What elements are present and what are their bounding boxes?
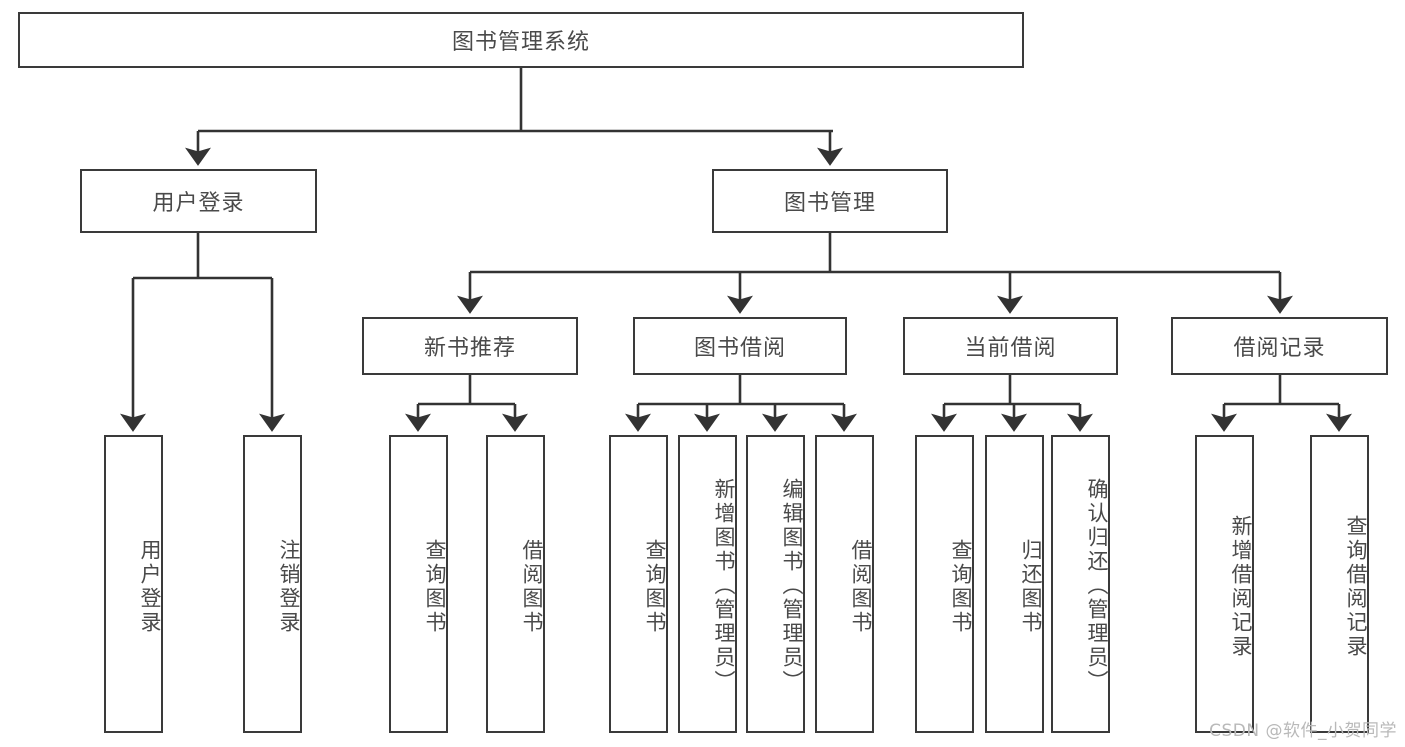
node-borrow-record[interactable]: 借阅记录 (1171, 317, 1388, 375)
node-leaf-borrow-book-1[interactable]: 借阅图书 (486, 435, 545, 733)
node-user-login[interactable]: 用户登录 (80, 169, 317, 233)
node-book-manage[interactable]: 图书管理 (712, 169, 948, 233)
node-book-borrow-label: 图书借阅 (693, 336, 786, 361)
node-leaf-logout-label: 注销登录 (277, 539, 301, 635)
node-user-login-label: 用户登录 (152, 191, 245, 216)
node-leaf-query-book-1[interactable]: 查询图书 (389, 435, 448, 733)
node-leaf-add-book-label: 新增图书（管理员） (712, 478, 736, 694)
node-new-book-rec-label: 新书推荐 (423, 336, 516, 361)
node-leaf-borrow-book-2[interactable]: 借阅图书 (815, 435, 874, 733)
node-book-borrow[interactable]: 图书借阅 (633, 317, 847, 375)
node-leaf-query-book-3-label: 查询图书 (949, 539, 973, 635)
node-leaf-query-record-label: 查询借阅记录 (1344, 515, 1368, 659)
node-root[interactable]: 图书管理系统 (18, 12, 1024, 68)
node-leaf-query-book-3[interactable]: 查询图书 (915, 435, 974, 733)
node-leaf-edit-book[interactable]: 编辑图书（管理员） (746, 435, 805, 733)
node-leaf-query-record[interactable]: 查询借阅记录 (1310, 435, 1369, 733)
node-leaf-query-book-1-label: 查询图书 (423, 539, 447, 635)
node-leaf-confirm-return[interactable]: 确认归还（管理员） (1051, 435, 1110, 733)
node-leaf-edit-book-label: 编辑图书（管理员） (780, 478, 804, 694)
node-current-borrow-label: 当前借阅 (964, 336, 1057, 361)
node-leaf-add-record[interactable]: 新增借阅记录 (1195, 435, 1254, 733)
node-leaf-query-book-2-label: 查询图书 (643, 539, 667, 635)
node-current-borrow[interactable]: 当前借阅 (903, 317, 1118, 375)
node-borrow-record-label: 借阅记录 (1233, 336, 1326, 361)
node-root-label: 图书管理系统 (451, 30, 590, 55)
node-leaf-return-book-label: 归还图书 (1019, 539, 1043, 635)
node-leaf-confirm-return-label: 确认归还（管理员） (1085, 478, 1109, 694)
node-leaf-borrow-book-1-label: 借阅图书 (520, 539, 544, 635)
node-leaf-add-book[interactable]: 新增图书（管理员） (678, 435, 737, 733)
csdn-watermark: CSDN @软件_小贺同学 (1209, 721, 1397, 741)
node-leaf-user-login[interactable]: 用户登录 (104, 435, 163, 733)
node-book-manage-label: 图书管理 (783, 191, 876, 216)
node-leaf-borrow-book-2-label: 借阅图书 (849, 539, 873, 635)
node-leaf-user-login-label: 用户登录 (138, 539, 162, 635)
node-leaf-query-book-2[interactable]: 查询图书 (609, 435, 668, 733)
node-leaf-return-book[interactable]: 归还图书 (985, 435, 1044, 733)
node-leaf-logout[interactable]: 注销登录 (243, 435, 302, 733)
node-new-book-rec[interactable]: 新书推荐 (362, 317, 578, 375)
node-leaf-add-record-label: 新增借阅记录 (1229, 515, 1253, 659)
